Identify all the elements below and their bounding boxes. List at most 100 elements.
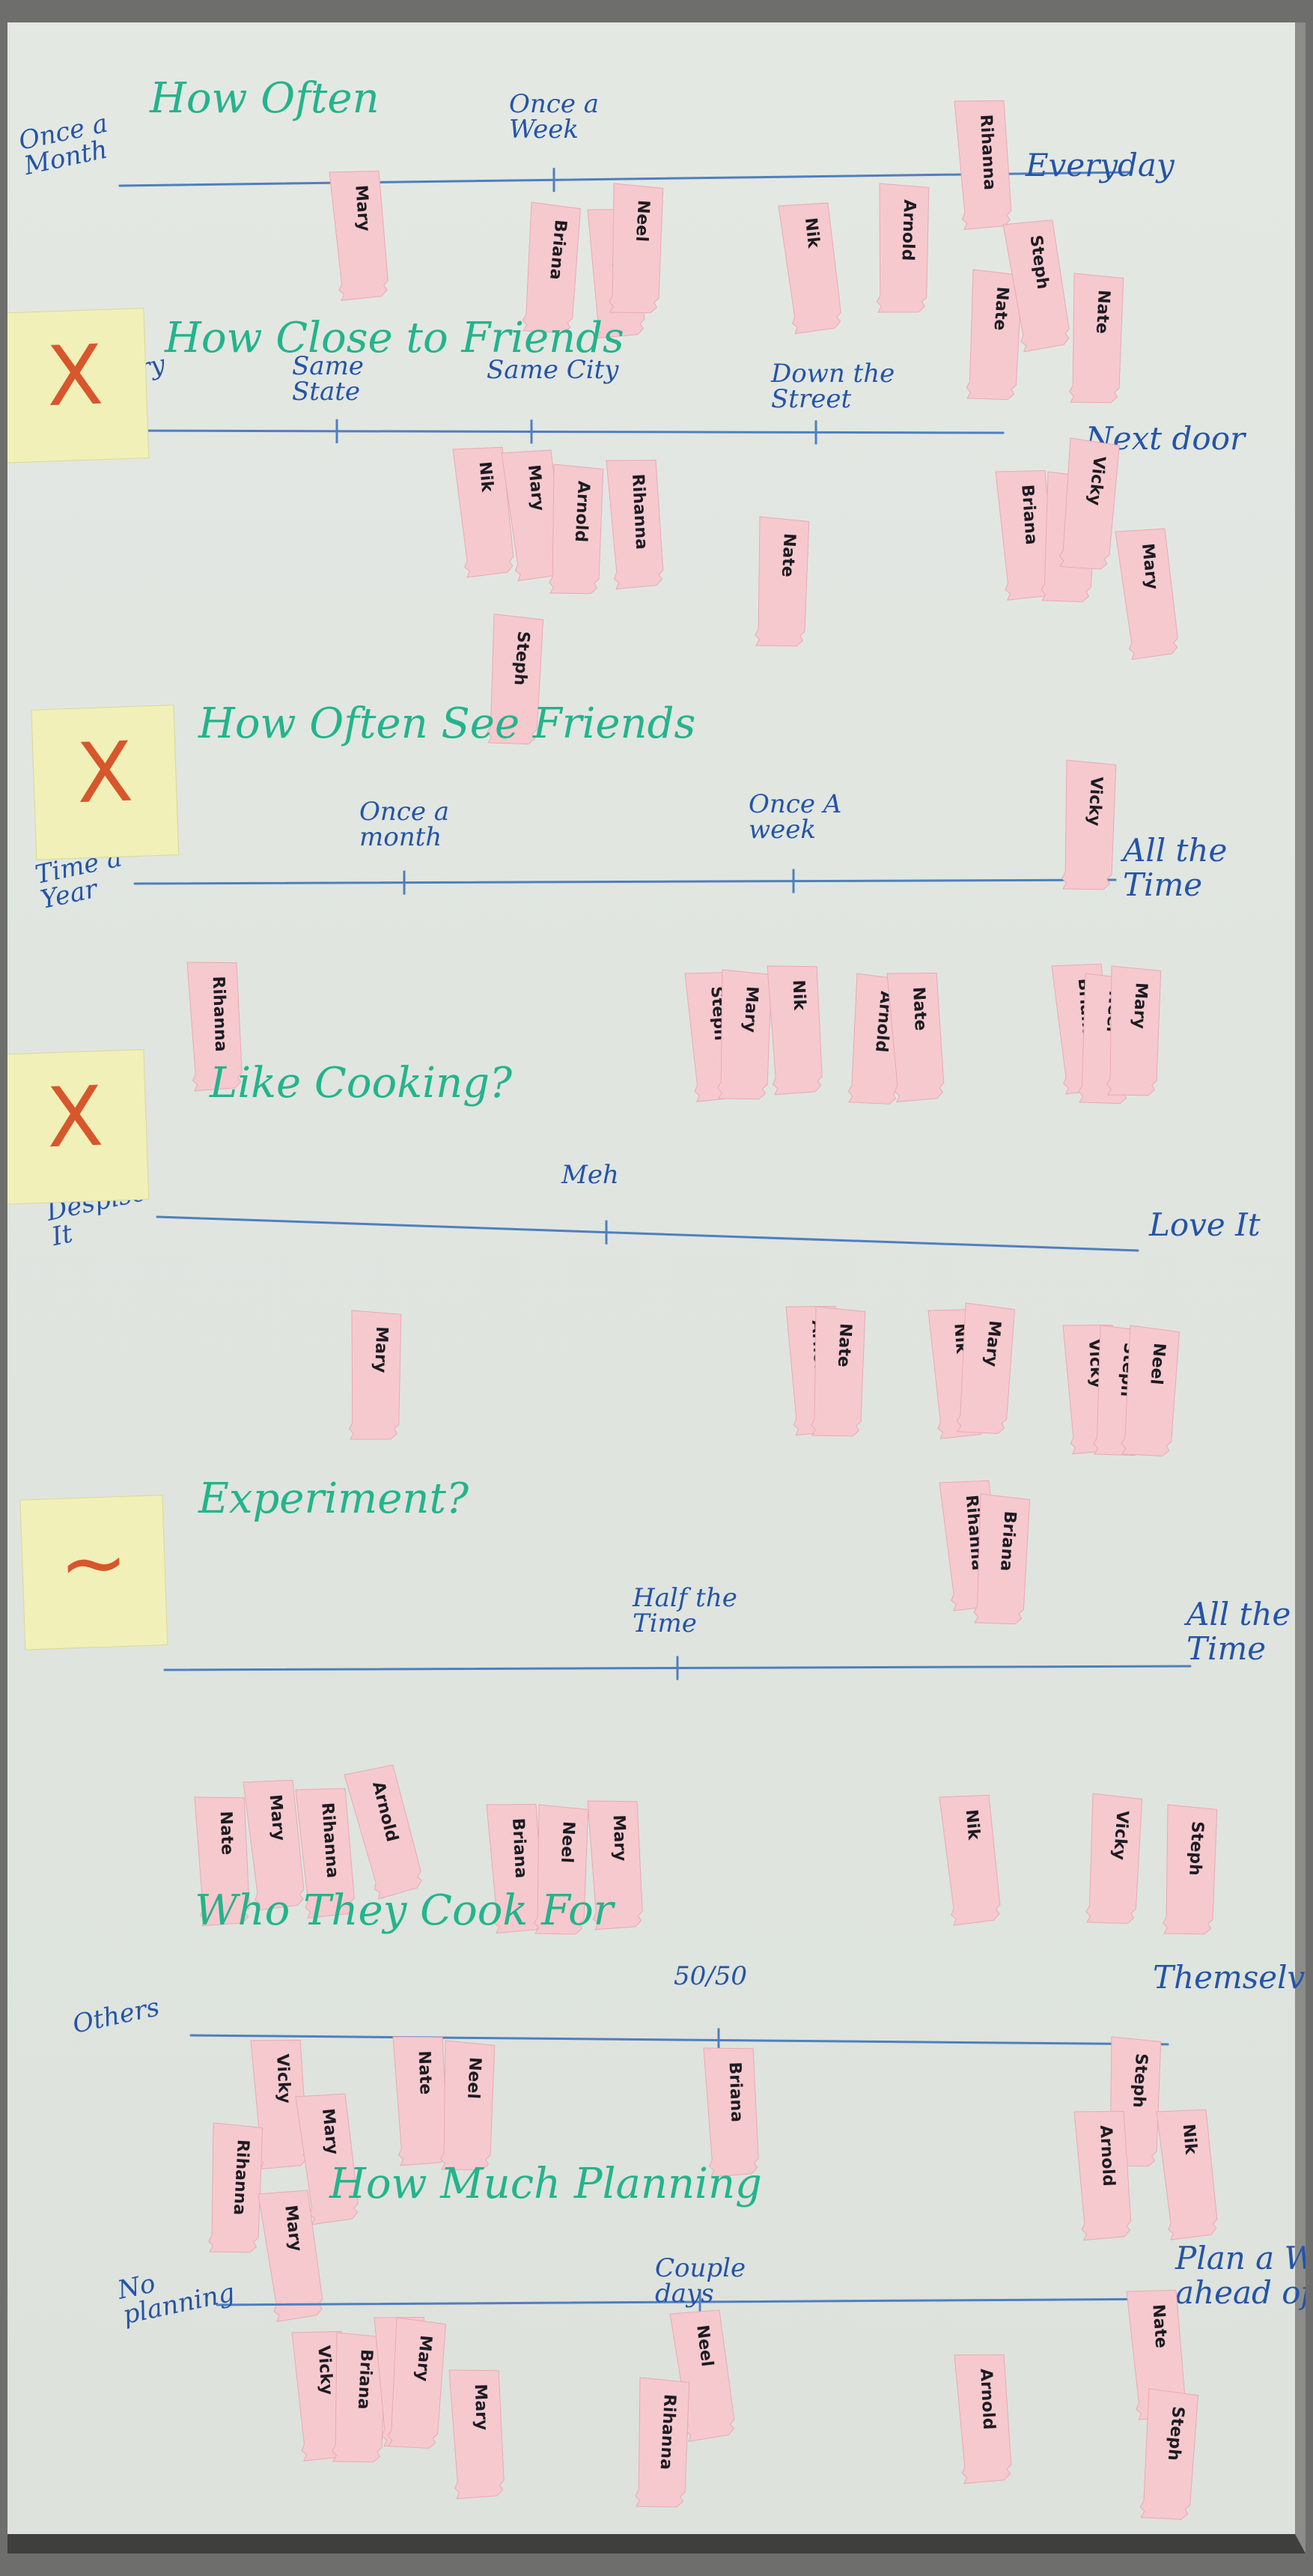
name-note: Rihanna [208,2122,263,2253]
name-note: Mary [387,2317,447,2449]
name-note: Nik [1156,2109,1218,2241]
name-note-text: Neel [463,2056,484,2099]
name-note: Vicky [1061,759,1117,890]
scale-title: Like Cooking? [209,1059,513,1108]
name-note-text: Mary [471,2384,491,2431]
scale-line [216,2297,1177,2306]
name-note-paper [966,269,1023,401]
scale-line [189,2034,1169,2046]
name-note: Neel [1121,1325,1181,1456]
name-note-paper [549,464,604,595]
scale-right-label: Themselves [1153,1959,1306,1996]
name-note: Briana [332,2332,387,2463]
scale-tick-label: 50/50 [674,1961,747,1991]
name-note-paper [452,446,514,578]
name-note: Nate [755,516,810,647]
name-note-paper [1106,965,1162,1096]
name-note: Nate [1126,2289,1186,2420]
scale-title: How Close to Friends [164,314,624,362]
name-note-text: Nate [990,286,1011,331]
scale-title: How Often [149,74,380,123]
name-note: Nik [939,1794,1001,1926]
name-note: Nate [1069,273,1124,404]
name-note-paper [954,2354,1012,2485]
name-note-text: Rihanna [628,473,651,550]
name-note: Vicky [1085,1793,1143,1925]
name-note-paper [973,1493,1031,1625]
name-note-text: Nate [778,532,799,577]
name-note-paper [876,183,930,313]
scale-title: Who They Cook For [195,1886,616,1935]
name-note: Nik [452,446,514,578]
scale-line [133,878,1117,885]
name-note: Mary [1115,528,1178,660]
name-note-paper [243,1779,305,1911]
name-note-paper [1115,528,1178,660]
name-note-paper [258,2190,323,2322]
scale-left-label: Others [70,1992,162,2040]
name-note-text: Briana [508,1817,530,1879]
name-note-paper [886,973,945,1103]
name-note-text: Neel [632,199,653,242]
name-note-paper [1061,759,1117,890]
name-note-paper [522,201,582,333]
name-note: Arnold [344,1764,422,1900]
name-note-text: Rihanna [656,2393,679,2470]
name-note-paper [1163,1804,1218,1935]
name-note-paper [194,1796,250,1927]
name-note: Neel [534,1804,589,1935]
name-note-text: Arnold [976,2368,998,2430]
name-note-paper [811,1306,866,1437]
name-note-paper [1085,1793,1143,1925]
name-note-text: Briana [354,2348,376,2410]
name-note: Mary [448,2369,505,2500]
name-note-text: Neel [557,1820,578,1863]
name-note-text: Steph [1129,2053,1151,2108]
name-note: Arnold [549,464,604,595]
name-note: Mary [1106,965,1162,1096]
name-note-text: Mary [609,1814,630,1862]
name-note-paper [755,516,810,647]
name-note: Rihanna [954,100,1012,231]
name-note-paper [635,2377,690,2508]
scale-line [156,1215,1139,1252]
scale-right-label: Everyday [1025,147,1175,183]
name-note-text: Nate [1092,289,1113,334]
name-note: Nik [778,202,841,335]
marker-sticky: X [31,705,180,860]
name-note: Briana [703,2047,759,2178]
name-note: Arnold [1073,2111,1132,2241]
name-note: Rihanna [606,460,664,590]
name-note: Steph [1002,219,1070,353]
name-note-paper [329,170,389,301]
marker-sticky-paper [31,705,180,860]
name-note-text: Mary [412,2334,435,2382]
name-note-text: Briana [725,2062,746,2122]
marker-sticky: X [7,308,150,464]
name-note: Arnold [954,2354,1012,2485]
name-note-paper [1058,437,1120,570]
name-note-text: Nik [962,1808,984,1841]
name-note-text: Nik [801,216,823,249]
name-note-paper [487,613,544,745]
name-note: Steph [1163,1804,1218,1935]
scale-left-label: Once aMonth [16,109,116,182]
name-note-text: Vicky [1109,1810,1132,1861]
name-note-text: Nate [415,2050,435,2095]
marker-sticky-paper [7,308,150,464]
name-note-paper [609,183,664,314]
name-note-text: Neel [1146,1342,1169,1385]
name-note: Briana [486,1804,544,1934]
name-note-paper [1073,2111,1132,2241]
name-note: Rihanna [186,962,243,1092]
scale-title: How Often See Friends [198,699,695,748]
scale-right-label: Plan a Weekahead of Time [1175,2240,1306,2311]
marker-symbol: X [45,327,105,425]
name-note-text: Rihanna [976,114,999,190]
